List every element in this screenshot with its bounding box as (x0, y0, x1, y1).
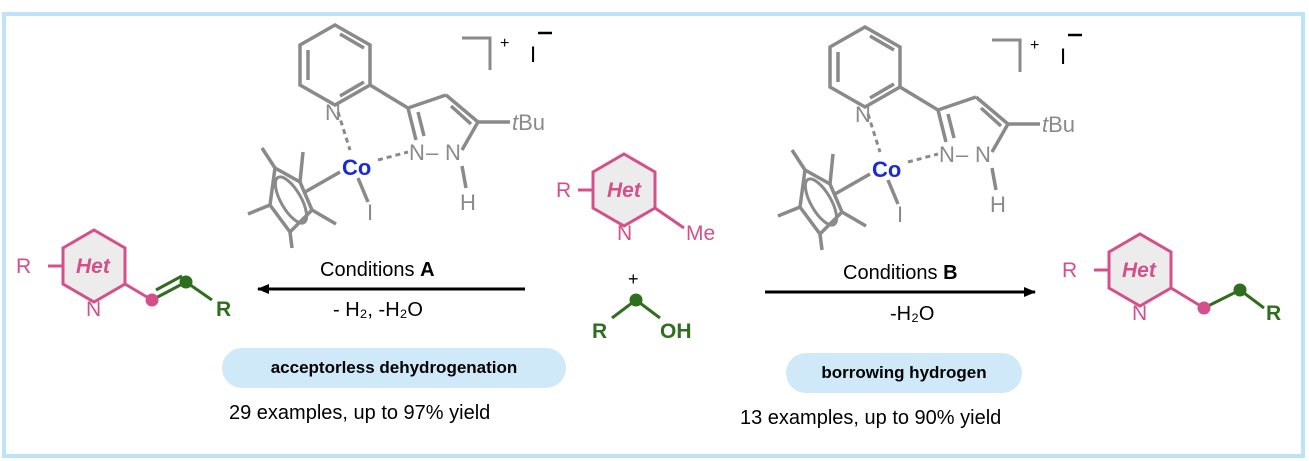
pyrazole-h-right: H (990, 192, 1006, 217)
substrate-me: Me (686, 222, 715, 245)
alcohol-carbon-dot (629, 293, 643, 307)
pyrazole-n1-left: N (409, 140, 425, 165)
product-left-green-dot (179, 275, 193, 289)
iodide-ligand-left: I (367, 200, 373, 225)
pyrazole-nh-right: N (975, 142, 991, 167)
alcohol-oh: OH (660, 320, 692, 343)
pill-borrowing-hydrogen: borrowing hydrogen (786, 353, 1022, 393)
substrate-n: N (617, 222, 632, 245)
product-structure-right: R Het N R (1062, 232, 1281, 325)
product-left-n: N (86, 298, 101, 321)
byproducts-label-left: - H₂, -H₂O (333, 299, 423, 321)
pyridine-n-left: N (325, 100, 341, 125)
pyrazole-dash-right: – (956, 142, 969, 167)
product-right-n: N (1132, 302, 1147, 325)
substrate-r: R (556, 179, 571, 202)
catalyst-counterion-left: I (530, 42, 536, 67)
catalyst-counterion-right: I (1060, 44, 1066, 69)
catalyst-structure-left: + I N N – N H Co I tBu (246, 23, 554, 250)
examples-caption-right: 13 examples, up to 90% yield (740, 407, 1002, 429)
pyrazole-n1-right: N (939, 142, 955, 167)
alcohol-structure: R OH (592, 293, 692, 343)
byproducts-label-right: -H₂O (890, 303, 934, 325)
iodide-ligand-right: I (897, 202, 903, 227)
product-right-pink-dot (1197, 301, 1211, 315)
product-left-pink-dot (145, 293, 159, 307)
frame-border (2, 12, 1305, 458)
pyridine-n-right: N (855, 102, 871, 127)
catalyst-structure-right: + I N N – N H Co I tBu (776, 25, 1084, 252)
tbu-group-left: tBu (512, 110, 545, 135)
tbu-group-right: tBu (1042, 112, 1075, 137)
conditions-label-left: Conditions A (320, 259, 435, 281)
catalyst-charge-left: + (500, 35, 509, 52)
product-right-r: R (1062, 259, 1077, 282)
catalyst-charge-right: + (1030, 37, 1039, 54)
pill-acceptorless-dehydrogenation: acceptorless dehydrogenation (222, 348, 566, 388)
product-left-r2: R (216, 298, 231, 321)
product-left-r: R (16, 255, 31, 278)
plus-sign: + (628, 269, 639, 289)
pyrazole-h-left: H (460, 190, 476, 215)
product-right-het: Het (1122, 259, 1157, 282)
substrate-het: Het (607, 179, 642, 202)
substrate-structure: R Het N Me (556, 152, 715, 245)
conditions-label-right: Conditions B (843, 262, 958, 284)
alcohol-r: R (592, 320, 607, 343)
examples-caption-left: 29 examples, up to 97% yield (229, 402, 491, 424)
cobalt-left: Co (342, 155, 371, 180)
pyrazole-dash-left: – (426, 140, 439, 165)
product-right-green-dot (1233, 283, 1247, 297)
product-structure-left: R Het N R (16, 228, 231, 321)
product-left-het: Het (76, 255, 111, 278)
pyrazole-nh-left: N (445, 140, 461, 165)
cobalt-right: Co (872, 157, 901, 182)
product-right-r2: R (1266, 302, 1281, 325)
